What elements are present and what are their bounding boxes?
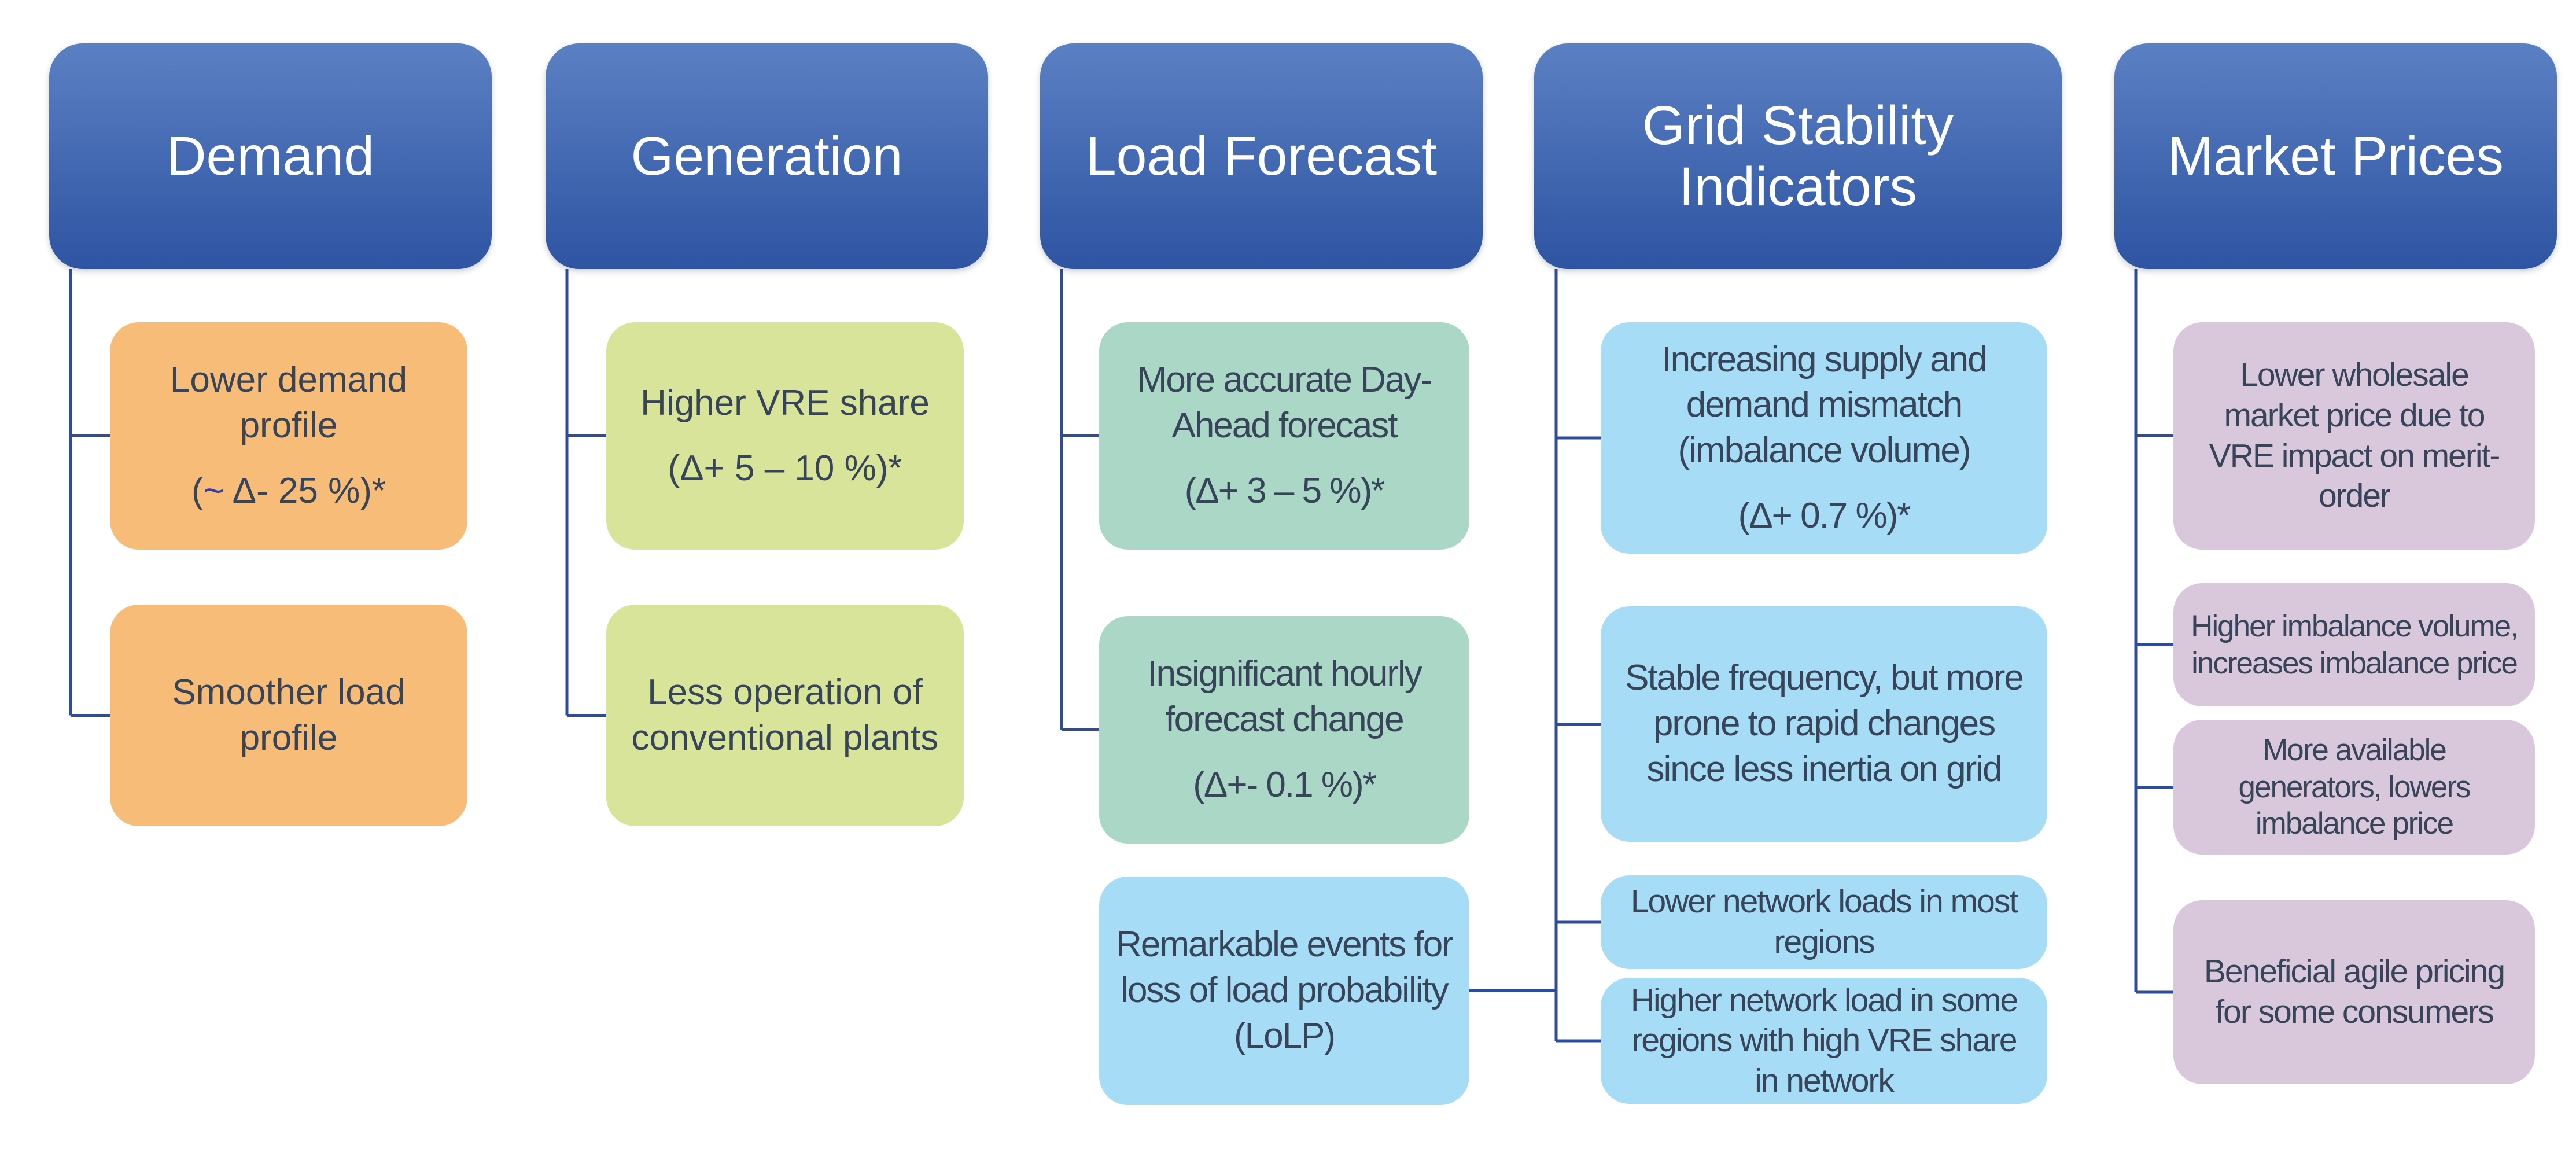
box-text: Insignificant hourly forecast change <box>1147 654 1422 740</box>
box-text: Beneficial agile pricing for some consum… <box>2203 953 2505 1030</box>
box-text: Lower network loads in most regions <box>1630 883 2018 960</box>
box-delta-value: (Δ+ 0.7 %)* <box>1738 494 1911 539</box>
box-market-prices-2: Higher imbalance volume, increases imbal… <box>2173 583 2535 706</box>
box-text: Increasing supply and demand mismatch (i… <box>1661 339 1987 470</box>
box-text: Lower wholesale market price due to VRE … <box>2209 356 2501 515</box>
delta-part: (Δ+ 0.7 %)* <box>1738 495 1911 536</box>
delta-part: (Δ+ 3 – 5 %)* <box>1184 470 1385 511</box>
box-demand-2: Smoother load profile <box>110 605 467 826</box>
box-text: Smoother load profile <box>172 672 406 758</box>
column-header-label: Demand <box>166 125 375 187</box>
box-load-forecast-3: Remarkable events for loss of load proba… <box>1099 877 1469 1105</box>
box-market-prices-1: Lower wholesale market price due to VRE … <box>2173 322 2535 550</box>
box-text: Lower demand profile <box>169 360 408 446</box>
box-text: Higher imbalance volume, increases imbal… <box>2191 609 2519 680</box>
delta-part: Δ- 25 %)* <box>224 470 386 511</box>
box-text: Stable frequency, but more prone to rapi… <box>1625 658 2024 789</box>
column-header-label: Load Forecast <box>1085 125 1438 187</box>
box-text: Higher network load in some regions with… <box>1630 981 2018 1099</box>
box-demand-1: Lower demand profile (~ Δ- 25 %)* <box>110 322 467 550</box>
box-generation-1: Higher VRE share (Δ+ 5 – 10 %)* <box>606 322 964 550</box>
box-grid-stability-4: Higher network load in some regions with… <box>1601 978 2047 1104</box>
box-text: More available generators, lowers imbala… <box>2238 733 2471 841</box>
box-text: More accurate Day-Ahead forecast <box>1137 360 1432 446</box>
box-text: Less operation of conventional plants <box>631 672 939 758</box>
delta-part: ~ <box>203 470 224 511</box>
box-text: Higher VRE share <box>640 382 930 423</box>
box-delta-value: (Δ+ 3 – 5 %)* <box>1184 469 1385 514</box>
column-header-market-prices: Market Prices <box>2114 43 2557 269</box>
column-header-grid-stability: Grid Stability Indicators <box>1534 43 2062 269</box>
delta-part: (Δ+- 0.1 %)* <box>1193 764 1376 805</box>
box-market-prices-4: Beneficial agile pricing for some consum… <box>2173 900 2535 1084</box>
box-delta-value: (~ Δ- 25 %)* <box>191 469 386 514</box>
delta-part: (Δ+ 5 – 10 %)* <box>668 448 902 488</box>
column-header-label: Market Prices <box>2168 125 2504 187</box>
box-generation-2: Less operation of conventional plants <box>606 605 964 826</box>
box-text: Remarkable events for loss of load proba… <box>1116 925 1454 1056</box>
column-header-label: Generation <box>631 125 903 187</box>
box-grid-stability-2: Stable frequency, but more prone to rapi… <box>1601 606 2047 842</box>
column-header-label: Grid Stability Indicators <box>1642 94 1954 218</box>
box-delta-value: (Δ+ 5 – 10 %)* <box>668 446 902 492</box>
box-load-forecast-2: Insignificant hourly forecast change (Δ+-… <box>1099 616 1469 844</box>
box-load-forecast-1: More accurate Day-Ahead forecast (Δ+ 3 – … <box>1099 322 1469 550</box>
column-header-generation: Generation <box>546 43 988 269</box>
column-header-demand: Demand <box>49 43 492 269</box>
column-header-load-forecast: Load Forecast <box>1040 43 1483 269</box>
box-grid-stability-1: Increasing supply and demand mismatch (i… <box>1601 322 2047 554</box>
box-market-prices-3: More available generators, lowers imbala… <box>2173 720 2535 855</box>
delta-part: ( <box>191 470 204 511</box>
box-delta-value: (Δ+- 0.1 %)* <box>1193 763 1376 808</box>
box-grid-stability-3: Lower network loads in most regions <box>1601 875 2047 969</box>
